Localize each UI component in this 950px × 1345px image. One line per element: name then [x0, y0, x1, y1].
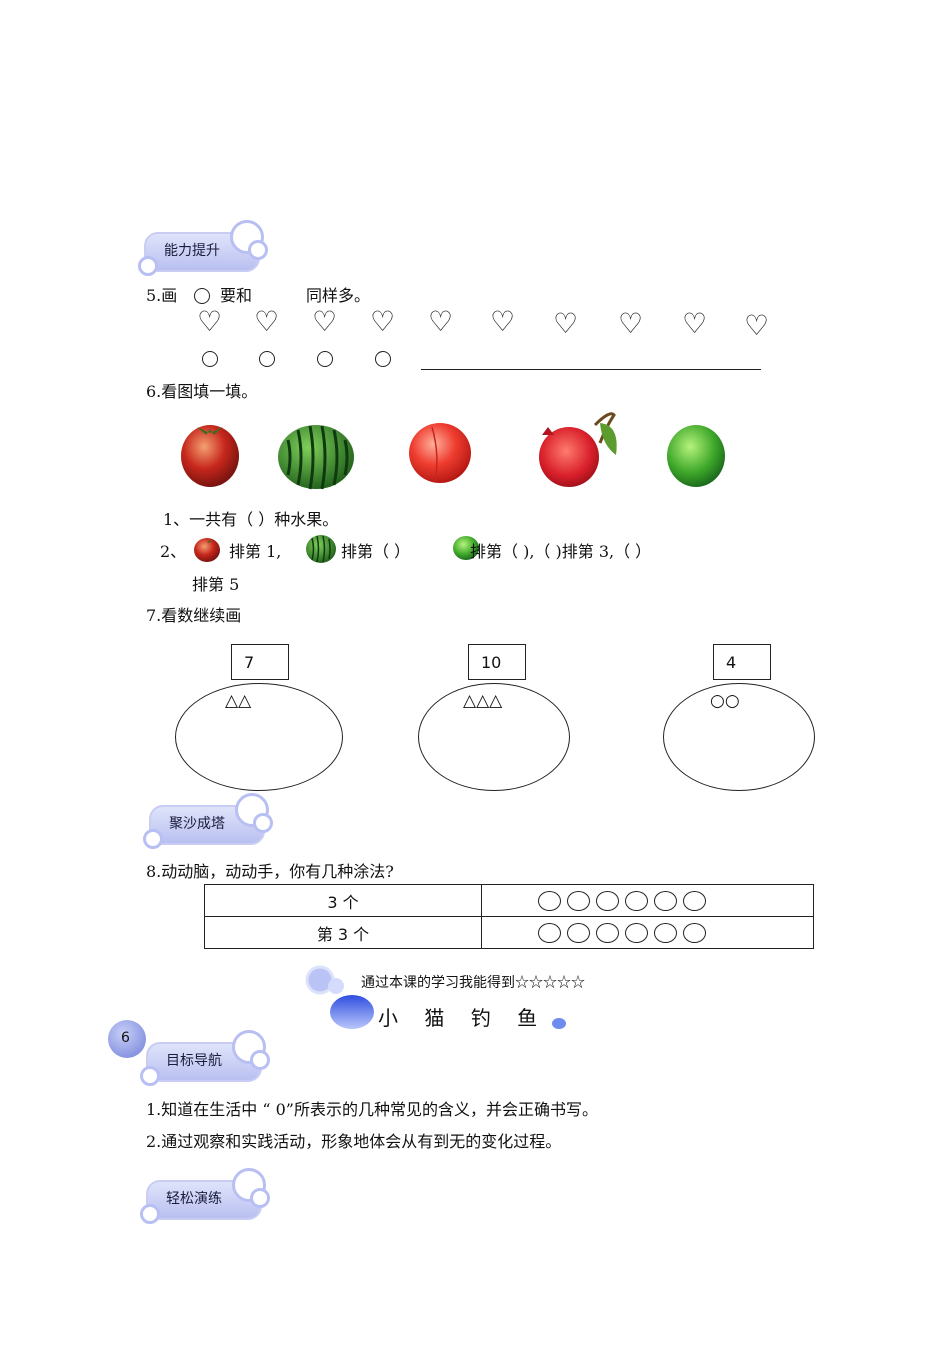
colorable-circle[interactable]: [567, 922, 590, 943]
peach-image: [409, 423, 471, 483]
coloring-table: 3 个 第 3 个: [204, 884, 814, 949]
circle-icon: [375, 351, 391, 367]
heart-icon: ♡: [428, 305, 454, 338]
colorable-circle[interactable]: [625, 890, 648, 911]
heart-icon: ♡: [618, 307, 644, 340]
pomegranate-image: [539, 412, 617, 487]
section-label: 能力提升: [164, 243, 220, 259]
triangle-shapes: △△△: [463, 691, 503, 711]
colorable-circle[interactable]: [538, 922, 561, 943]
fruit-images: [181, 412, 725, 490]
colorable-circle[interactable]: [538, 890, 561, 911]
heart-icon: ♡: [370, 305, 396, 338]
q5-suffix: 同样多。: [306, 286, 371, 305]
table-row: 第 3 个: [204, 916, 814, 949]
q6-sub1: 1、一共有（ ）种水果。: [163, 510, 339, 529]
q6-sub2-c: 排第（ ),（ )排第 3,（ ）: [470, 542, 652, 561]
section-badge-practice: 轻松演练: [140, 1168, 270, 1224]
goal-item: 1.知道在生活中 “ 0”所表示的几种常见的含义，并会正确书写。: [146, 1100, 598, 1119]
triangle-shapes: △△: [225, 691, 252, 711]
colorable-circle[interactable]: [596, 890, 619, 911]
lesson-title: 小 猫 钓 鱼: [378, 1006, 548, 1030]
q6-sub2-a: 排第 1,: [229, 542, 282, 561]
section-badge-ability: 能力提升: [138, 220, 268, 276]
goal-item: 2.通过观察和实践活动，形象地体会从有到无的变化过程。: [146, 1132, 562, 1151]
colorable-circle[interactable]: [625, 922, 648, 943]
heart-icon: ♡: [312, 305, 338, 338]
section-badge-gather: 聚沙成塔: [143, 793, 273, 849]
page-number-badge: 6: [108, 1020, 146, 1058]
table-row: 3 个: [204, 884, 814, 917]
q6-sub2-b: 排第（ ）: [341, 542, 411, 561]
row-label: 3 个: [204, 884, 482, 917]
colorable-circle[interactable]: [683, 922, 706, 943]
heart-icon: ♡: [553, 307, 579, 340]
heart-icon: ♡: [490, 305, 516, 338]
q5-prefix: 5.画: [146, 286, 178, 305]
section-label: 聚沙成塔: [169, 816, 225, 832]
number-box: 4: [713, 644, 771, 680]
lime-icon: [453, 536, 479, 560]
circle-icon: [259, 351, 275, 367]
circle-shapes: ○○: [710, 691, 740, 711]
heart-icon: ♡: [254, 305, 280, 338]
lime-image: [667, 425, 725, 487]
row-label: 第 3 个: [204, 916, 482, 949]
section-badge-goal: 目标导航: [140, 1030, 270, 1086]
bubble-dot: [552, 1018, 566, 1029]
watermelon-image: [278, 425, 354, 490]
bubble-decoration: [305, 965, 374, 1029]
number-box: 10: [468, 644, 526, 680]
section-label: 目标导航: [166, 1053, 222, 1069]
circle-icon: [202, 351, 218, 367]
colorable-circle[interactable]: [683, 890, 706, 911]
tomato-icon: [194, 538, 220, 562]
circle-icon: [317, 351, 333, 367]
tomato-image: [181, 425, 239, 487]
q5-middle: 要和: [220, 286, 253, 305]
circle-icon: [194, 288, 210, 304]
q6-sub2-number: 2、: [160, 542, 187, 561]
stars-line: 通过本课的学习我能得到☆☆☆☆☆: [361, 975, 585, 991]
colorable-circle[interactable]: [596, 922, 619, 943]
q8-title: 8.动动脑，动动手，你有几种涂法?: [146, 862, 394, 881]
circle-cells: [481, 884, 814, 917]
heart-icon: ♡: [197, 305, 223, 338]
q6-sub2-d: 排第 5: [192, 575, 240, 594]
colorable-circle[interactable]: [654, 890, 677, 911]
number-box: 7: [231, 644, 289, 680]
drawing-oval[interactable]: [418, 683, 570, 791]
answer-line[interactable]: [421, 369, 761, 370]
drawing-oval[interactable]: [175, 683, 343, 791]
q7-title: 7.看数继续画: [146, 606, 242, 625]
drawing-oval[interactable]: [663, 683, 815, 791]
section-label: 轻松演练: [166, 1191, 222, 1207]
page-number: 6: [121, 1030, 130, 1046]
watermelon-icon: [306, 535, 336, 563]
circle-cells: [481, 916, 814, 949]
colorable-circle[interactable]: [567, 890, 590, 911]
heart-icon: ♡: [682, 307, 708, 340]
heart-icon: ♡: [744, 309, 770, 342]
q6-title: 6.看图填一填。: [146, 382, 258, 401]
colorable-circle[interactable]: [654, 922, 677, 943]
